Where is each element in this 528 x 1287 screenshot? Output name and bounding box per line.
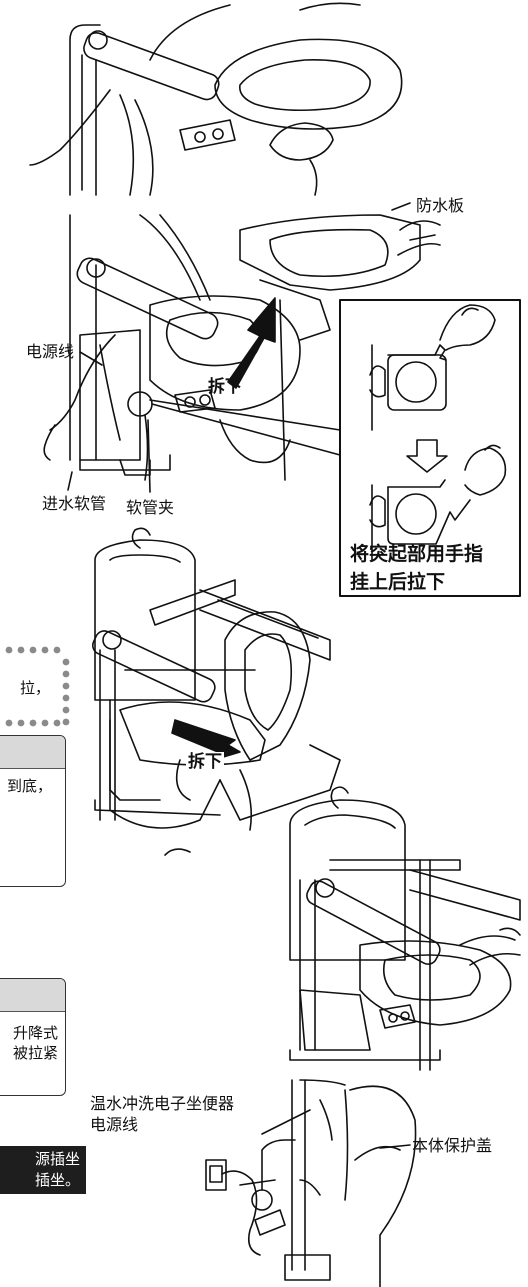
callout-line-2: 挂上后拉下 bbox=[350, 571, 446, 593]
remove-label-1: 拆下 bbox=[208, 377, 242, 397]
body-cover-label: 本体保护盖 bbox=[412, 1136, 493, 1155]
waterproof-board-label: 防水板 bbox=[416, 196, 465, 215]
washlet-cord-label-1: 温水冲洗电子坐便器 bbox=[90, 1094, 235, 1113]
figure-2-waterproof-board bbox=[43, 214, 441, 481]
info-panel-1: 到底， bbox=[0, 735, 66, 887]
dark-note-line-2: 插坐。 bbox=[34, 1171, 80, 1189]
callout-box bbox=[339, 299, 521, 597]
power-cord-label: 电源线 bbox=[26, 342, 75, 361]
info-panel-1-header bbox=[0, 736, 65, 769]
callout-line-1: 将突起部用手指 bbox=[350, 543, 484, 565]
dotted-box-text: 拉， bbox=[20, 679, 51, 697]
remove-label-2: 拆下 bbox=[186, 752, 224, 772]
dark-note-line-1: 源插坐 bbox=[34, 1150, 80, 1168]
figure-1-seat-removal bbox=[29, 2, 403, 196]
figure-3-frame-removal bbox=[92, 527, 341, 856]
washlet-cord-label-2: 电源线 bbox=[90, 1115, 139, 1134]
info-panel-2-header bbox=[0, 979, 65, 1012]
info-panel-2-line-2: 被拉紧 bbox=[13, 1044, 59, 1062]
dotted-note-box bbox=[5, 646, 70, 727]
figure-4-seat-install bbox=[289, 786, 521, 1071]
hose-clip-label: 软管夹 bbox=[126, 498, 175, 517]
info-panel-2-line-1: 升降式 bbox=[13, 1024, 59, 1042]
info-panel-2: 升降式 被拉紧 bbox=[0, 978, 66, 1096]
figure-5-power-outlet bbox=[205, 1079, 417, 1287]
dark-note-box: 源插坐 插坐。 bbox=[0, 1146, 86, 1194]
callout-instruction: 将突起部用手指 挂上后拉下 bbox=[350, 540, 483, 596]
inlet-hose-label: 进水软管 bbox=[42, 494, 107, 513]
info-panel-1-text: 到底， bbox=[7, 777, 53, 795]
